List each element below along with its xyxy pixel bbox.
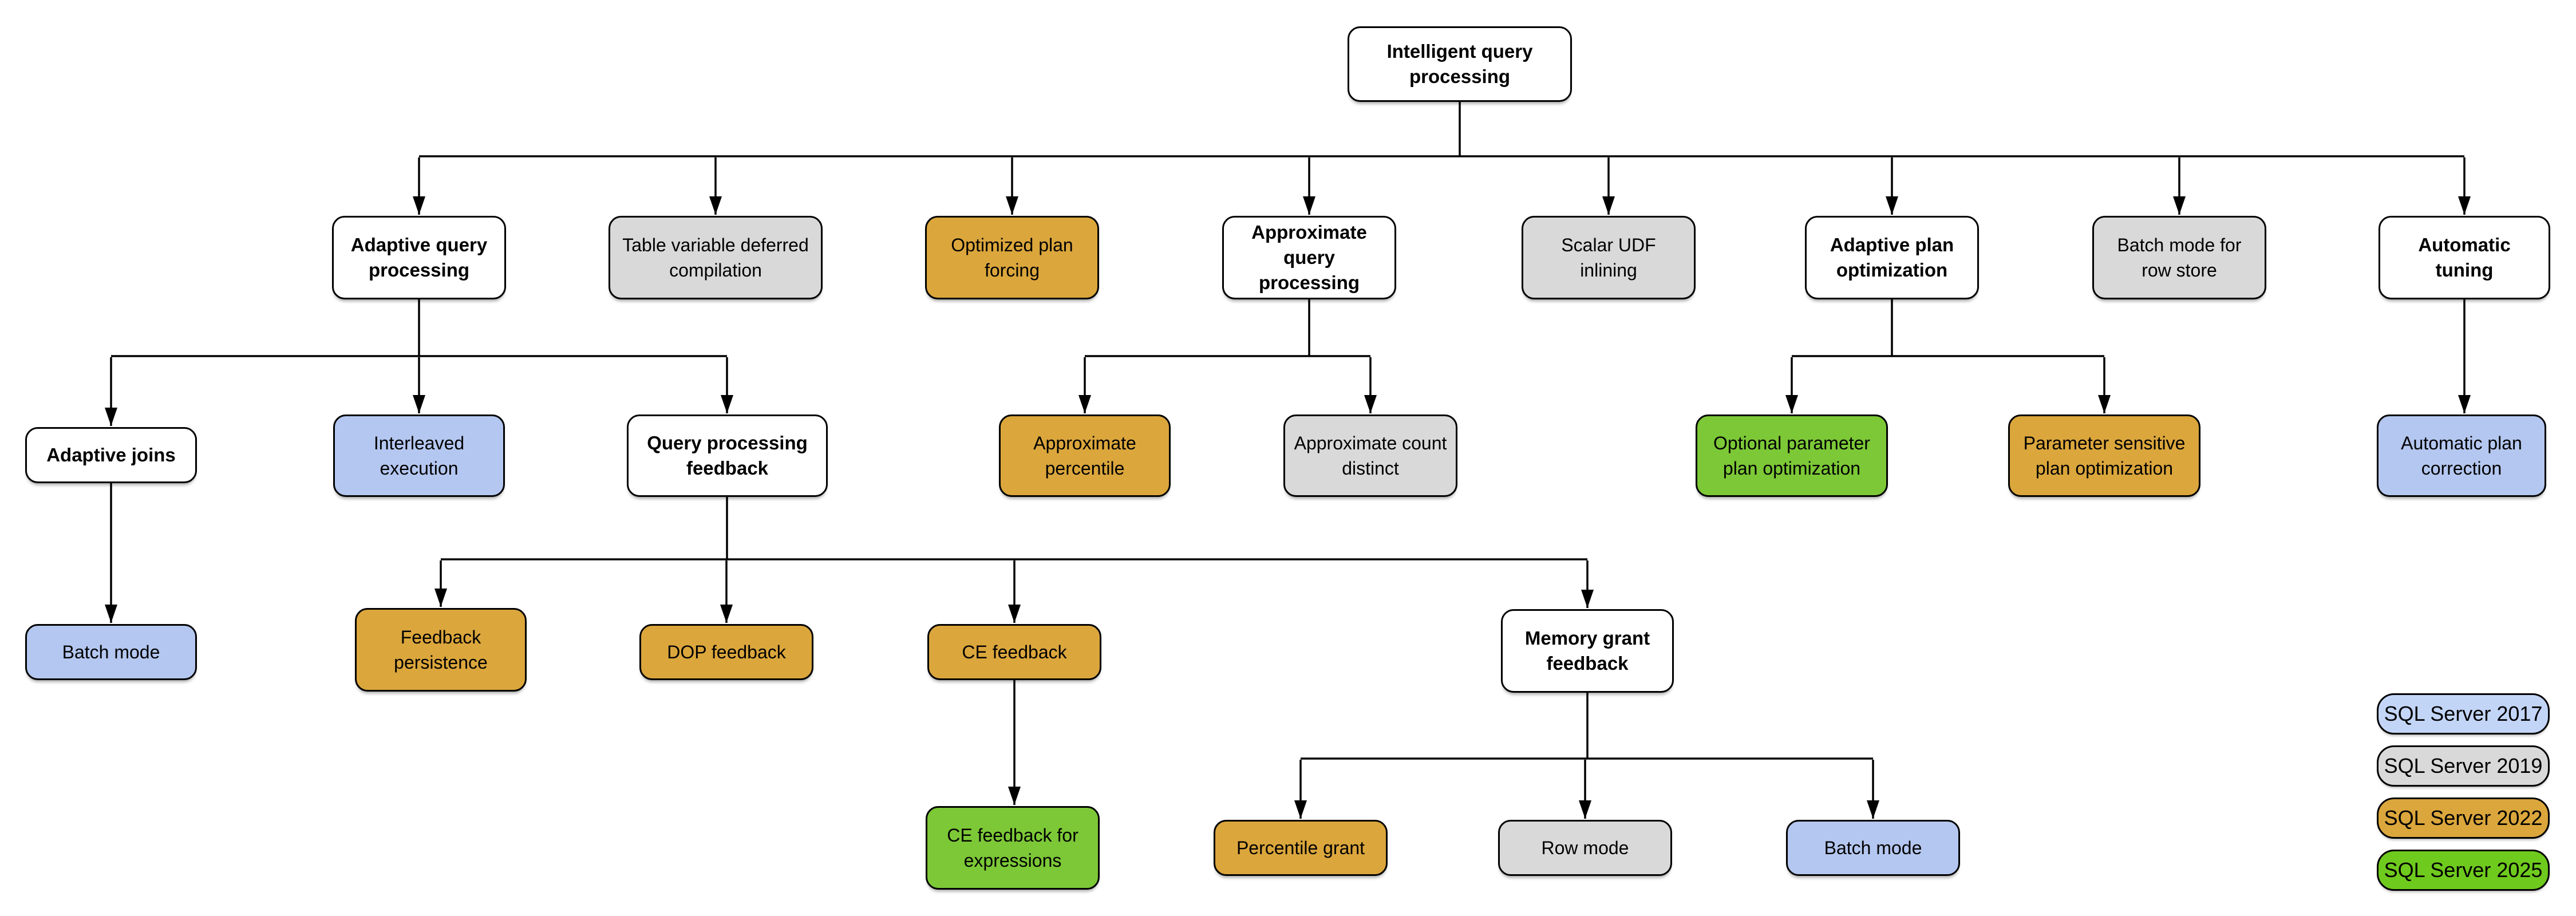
- node-label: CE feedback: [962, 642, 1067, 662]
- node-label: Approximate query processing: [1251, 222, 1367, 293]
- legend-label: SQL Server 2019: [2384, 754, 2543, 777]
- node-automatic-plan-correction: Automatic plan correction: [2377, 414, 2546, 497]
- node-label: Batch mode: [62, 642, 160, 662]
- legend-label: SQL Server 2017: [2384, 702, 2543, 725]
- node-feedback-persistence: Feedback persistence: [355, 608, 527, 692]
- node-dop-feedback: DOP feedback: [639, 624, 813, 680]
- node-query-processing-feedback: Query processing feedback: [627, 414, 828, 497]
- node-ce-feedback-for-expressions: CE feedback for expressions: [926, 806, 1100, 890]
- node-label: Automatic plan correction: [2401, 433, 2522, 479]
- node-label: Adaptive plan optimization: [1830, 234, 1954, 281]
- legend-label: SQL Server 2022: [2384, 806, 2543, 830]
- node-label: Interleaved execution: [373, 433, 465, 479]
- node-batch-mode-memory-grant: Batch mode: [1786, 820, 1960, 876]
- node-label: Approximate percentile: [1033, 433, 1136, 479]
- node-label: Intelligent query processing: [1386, 41, 1533, 87]
- node-batch-mode-adaptive-joins: Batch mode: [25, 624, 197, 680]
- node-approximate-percentile: Approximate percentile: [999, 414, 1171, 497]
- node-label: Optimized plan forcing: [951, 235, 1073, 281]
- node-intelligent-query-processing: Intelligent query processing: [1348, 26, 1572, 102]
- legend-sql-server-2025: SQL Server 2025: [2377, 850, 2550, 891]
- node-label: Percentile grant: [1236, 838, 1365, 858]
- legend-label: SQL Server 2025: [2384, 858, 2543, 882]
- node-label: Parameter sensitive plan optimization: [2023, 433, 2186, 479]
- node-label: Adaptive joins: [46, 444, 176, 465]
- node-row-mode: Row mode: [1498, 820, 1672, 876]
- node-label: CE feedback for expressions: [947, 825, 1078, 871]
- node-label: Memory grant feedback: [1524, 627, 1650, 674]
- node-optimized-plan-forcing: Optimized plan forcing: [925, 216, 1099, 299]
- node-label: Feedback persistence: [394, 627, 488, 673]
- node-label: DOP feedback: [667, 642, 786, 662]
- node-label: Approximate count distinct: [1294, 433, 1447, 479]
- node-label: Optional parameter plan optimization: [1713, 433, 1870, 479]
- node-adaptive-plan-optimization: Adaptive plan optimization: [1805, 216, 1979, 299]
- node-label: Scalar UDF inlining: [1561, 235, 1656, 281]
- legend-sql-server-2017: SQL Server 2017: [2377, 693, 2550, 735]
- legend-sql-server-2019: SQL Server 2019: [2377, 745, 2550, 787]
- node-label: Row mode: [1541, 838, 1629, 858]
- node-label: Automatic tuning: [2418, 234, 2511, 281]
- node-parameter-sensitive-plan-optimization: Parameter sensitive plan optimization: [2008, 414, 2200, 497]
- node-label: Query processing feedback: [647, 432, 808, 479]
- node-batch-mode-for-row-store: Batch mode for row store: [2092, 216, 2266, 299]
- node-table-variable-deferred-compilation: Table variable deferred compilation: [609, 216, 823, 299]
- legend-sql-server-2022: SQL Server 2022: [2377, 797, 2550, 839]
- node-optional-parameter-plan-optimization: Optional parameter plan optimization: [1696, 414, 1888, 497]
- node-memory-grant-feedback: Memory grant feedback: [1501, 609, 1674, 693]
- node-label: Batch mode: [1824, 838, 1922, 858]
- node-approximate-query-processing: Approximate query processing: [1222, 216, 1396, 299]
- node-scalar-udf-inlining: Scalar UDF inlining: [1522, 216, 1696, 299]
- node-adaptive-query-processing: Adaptive query processing: [332, 216, 506, 299]
- node-adaptive-joins: Adaptive joins: [25, 427, 197, 483]
- node-ce-feedback: CE feedback: [927, 624, 1101, 680]
- node-label: Table variable deferred compilation: [622, 235, 809, 281]
- node-automatic-tuning: Automatic tuning: [2379, 216, 2550, 299]
- node-label: Adaptive query processing: [350, 234, 488, 281]
- node-percentile-grant: Percentile grant: [1214, 820, 1388, 876]
- node-approximate-count-distinct: Approximate count distinct: [1283, 414, 1457, 497]
- node-label: Batch mode for row store: [2117, 235, 2242, 281]
- node-interleaved-execution: Interleaved execution: [333, 414, 505, 497]
